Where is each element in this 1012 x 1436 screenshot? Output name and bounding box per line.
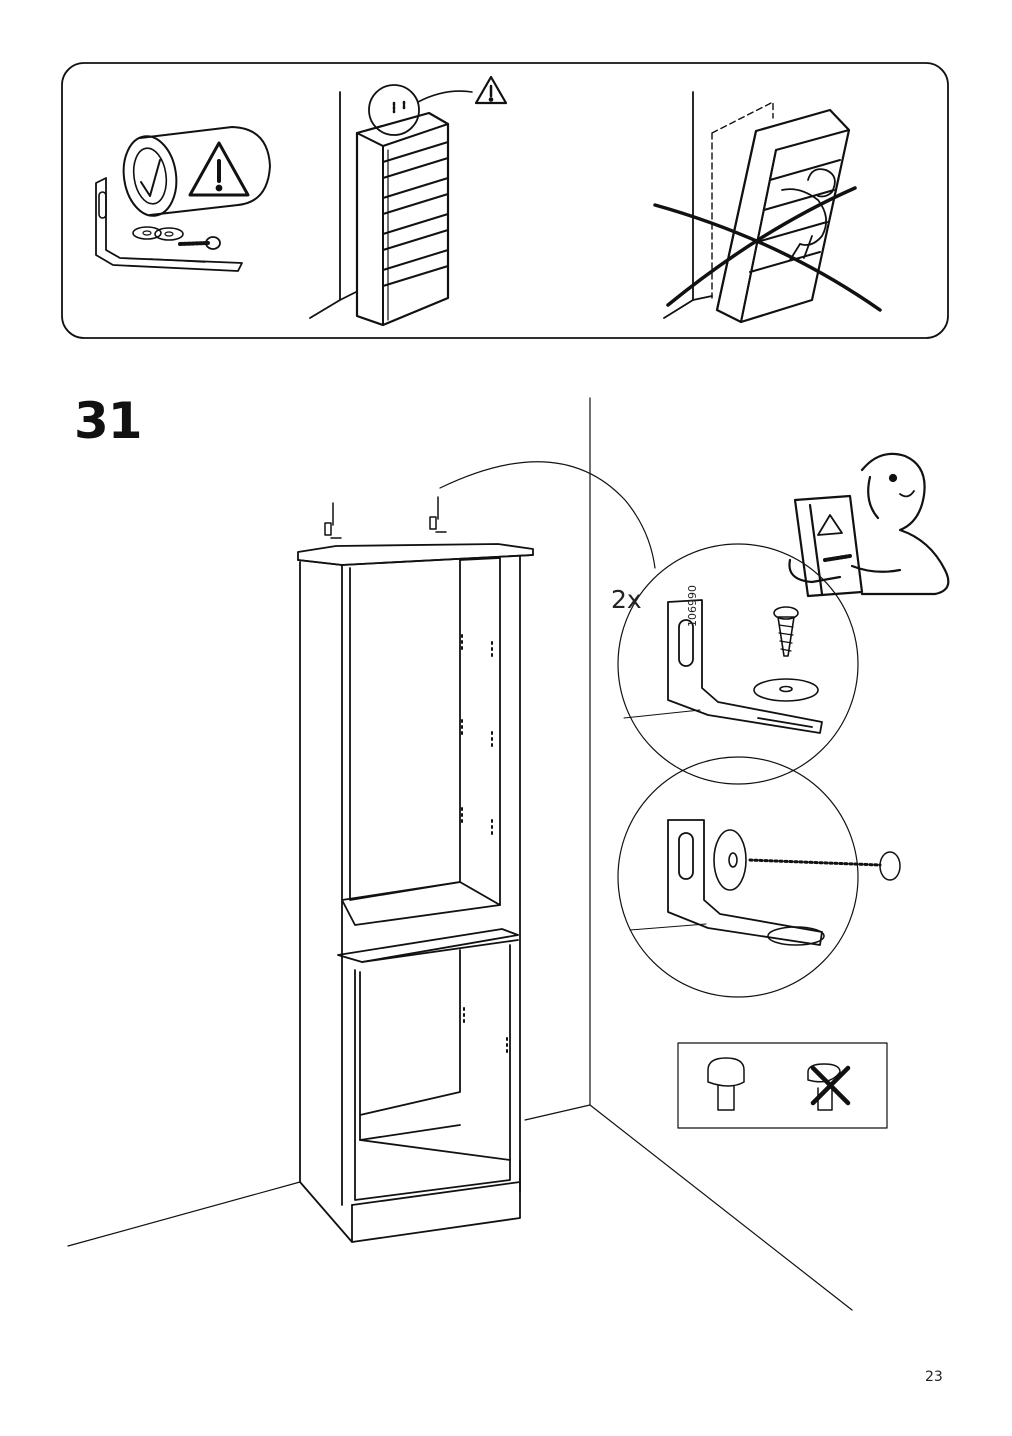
bracket-detail-callout bbox=[617, 543, 859, 785]
page-number: 23 bbox=[925, 1369, 943, 1385]
tall-cabinet bbox=[297, 496, 534, 1243]
climbing-person-icon bbox=[781, 168, 836, 261]
washer-icon bbox=[713, 829, 747, 891]
warning-icon bbox=[474, 75, 508, 105]
screw-icon bbox=[773, 606, 799, 657]
quantity-label: 2x bbox=[611, 585, 642, 614]
screw-icon bbox=[178, 236, 221, 250]
cross-mark-icon bbox=[653, 186, 882, 312]
washer-icon bbox=[753, 678, 819, 702]
bookcase-icon bbox=[355, 111, 450, 327]
wall-plug-legend-box bbox=[677, 1042, 888, 1129]
tipping-bookcase-prohibited-illustration bbox=[653, 91, 882, 324]
wall-bracket-icon bbox=[324, 496, 447, 539]
wall-bracket-icon bbox=[667, 599, 823, 734]
safety-warning-panel bbox=[61, 62, 949, 339]
washer-icon bbox=[132, 226, 184, 241]
warning-scroll-with-bracket bbox=[95, 126, 271, 272]
callout-leader-line bbox=[439, 461, 656, 569]
cross-mark-icon bbox=[810, 1065, 851, 1106]
wall-bracket-icon bbox=[95, 177, 243, 272]
person-reading-manual-icon bbox=[788, 452, 950, 598]
bookcase-anchored-illustration bbox=[309, 75, 508, 327]
room-corner-lines bbox=[67, 397, 853, 1311]
part-number-label: 106990 bbox=[686, 585, 699, 627]
wall-plug-icon bbox=[707, 1057, 745, 1111]
warning-icon bbox=[188, 141, 250, 197]
screw-icon bbox=[748, 851, 901, 881]
step-number: 31 bbox=[74, 392, 143, 450]
bookcase-icon bbox=[715, 108, 851, 324]
wall-bracket-icon bbox=[667, 819, 823, 946]
shelf-pin-holes bbox=[461, 634, 508, 1057]
bracket-screwed-detail-callout bbox=[617, 756, 901, 998]
